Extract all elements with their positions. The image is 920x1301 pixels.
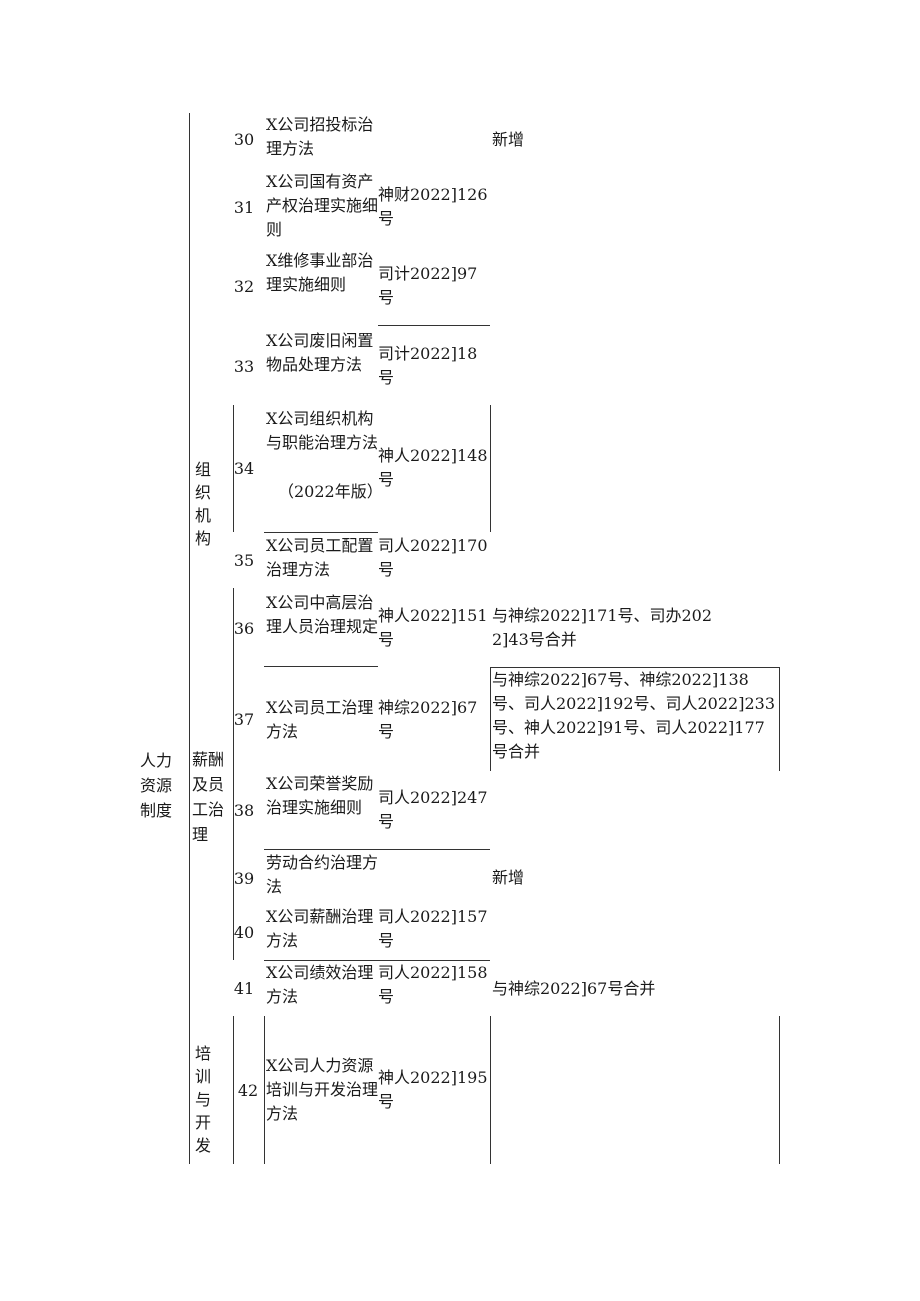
group-label-training: 培训与开发	[194, 1044, 211, 1155]
doc-reference: 司人2022]157号	[378, 907, 488, 950]
group-column-border	[233, 405, 234, 532]
row-separator	[264, 960, 490, 961]
doc-name: X公司员工治理方法	[266, 698, 374, 741]
note-column-border	[779, 1016, 780, 1164]
remark: 与神综2022]171号、司办2022]43号合并	[492, 606, 713, 649]
doc-reference: 司人2022]170号	[378, 536, 488, 579]
doc-name: X公司国有资产产权治理实施细则	[266, 172, 379, 239]
remark: 与神综2022]67号、神综2022]138号、司人2022]192号、司人20…	[492, 670, 776, 761]
row-number: 36	[233, 619, 255, 638]
doc-name: X公司薪酬治理方法	[266, 907, 374, 950]
doc-name: X公司荣誉奖励治理实施细则	[266, 774, 374, 817]
doc-name: X公司废旧闲置物品处理方法	[266, 331, 374, 374]
group-column-border	[233, 588, 234, 960]
doc-reference: 神财2022]126号	[378, 185, 488, 228]
row-number: 32	[233, 277, 255, 296]
row-number: 33	[233, 357, 255, 376]
row-number: 39	[233, 869, 255, 888]
doc-name: X公司中高层治理人员治理规定	[266, 593, 379, 636]
doc-column-border	[490, 405, 491, 532]
doc-name: X公司员工配置治理方法	[266, 536, 374, 579]
group-label-salary: 薪酬及员工治理	[192, 750, 225, 844]
remark: 新增	[492, 130, 525, 149]
table-left-border	[189, 113, 190, 1164]
group-column-border	[233, 1016, 234, 1164]
doc-name: 劳动合约治理方法	[266, 853, 379, 896]
row-number: 35	[233, 551, 255, 570]
row-number: 31	[233, 198, 255, 217]
remark: 新增	[492, 868, 525, 887]
num-column-border	[264, 1016, 265, 1164]
row-number: 30	[233, 130, 255, 149]
doc-column-border	[490, 1016, 491, 1164]
group-label-org: 组织机构	[194, 460, 211, 548]
doc-reference: 神人2022]195号	[378, 1068, 488, 1111]
remark: 与神综2022]67号合并	[492, 979, 656, 998]
doc-name-edition: （2022年版）	[278, 482, 383, 501]
doc-reference: 神人2022]148号	[378, 446, 488, 489]
row-separator	[490, 667, 779, 668]
doc-name: X公司绩效治理方法	[266, 963, 374, 1006]
row-separator	[264, 666, 378, 667]
doc-reference: 司计2022]97号	[378, 264, 478, 307]
doc-name: X公司组织机构与职能治理方法	[266, 409, 379, 452]
category-label: 人力资源制度	[140, 751, 173, 820]
doc-name: X公司招投标治理方法	[266, 115, 374, 158]
doc-column-border	[490, 667, 491, 771]
row-separator	[264, 532, 378, 533]
row-separator	[264, 849, 490, 850]
row-number: 42	[237, 1081, 259, 1100]
doc-reference: 神人2022]151号	[378, 606, 488, 649]
doc-name: X公司人力资源培训与开发治理方法	[266, 1056, 379, 1123]
doc-reference: 神综2022]67号	[378, 698, 478, 741]
note-column-border	[779, 667, 780, 771]
row-separator	[378, 325, 490, 326]
doc-reference: 司人2022]158号	[378, 963, 488, 1006]
row-number: 38	[233, 801, 255, 820]
doc-reference: 司计2022]18号	[378, 344, 478, 387]
row-number: 41	[233, 979, 255, 998]
doc-reference: 司人2022]247号	[378, 788, 488, 831]
row-number: 40	[233, 923, 255, 942]
row-number: 37	[233, 710, 255, 729]
row-number: 34	[233, 459, 255, 478]
doc-name: X维修事业部治理实施细则	[266, 251, 374, 294]
